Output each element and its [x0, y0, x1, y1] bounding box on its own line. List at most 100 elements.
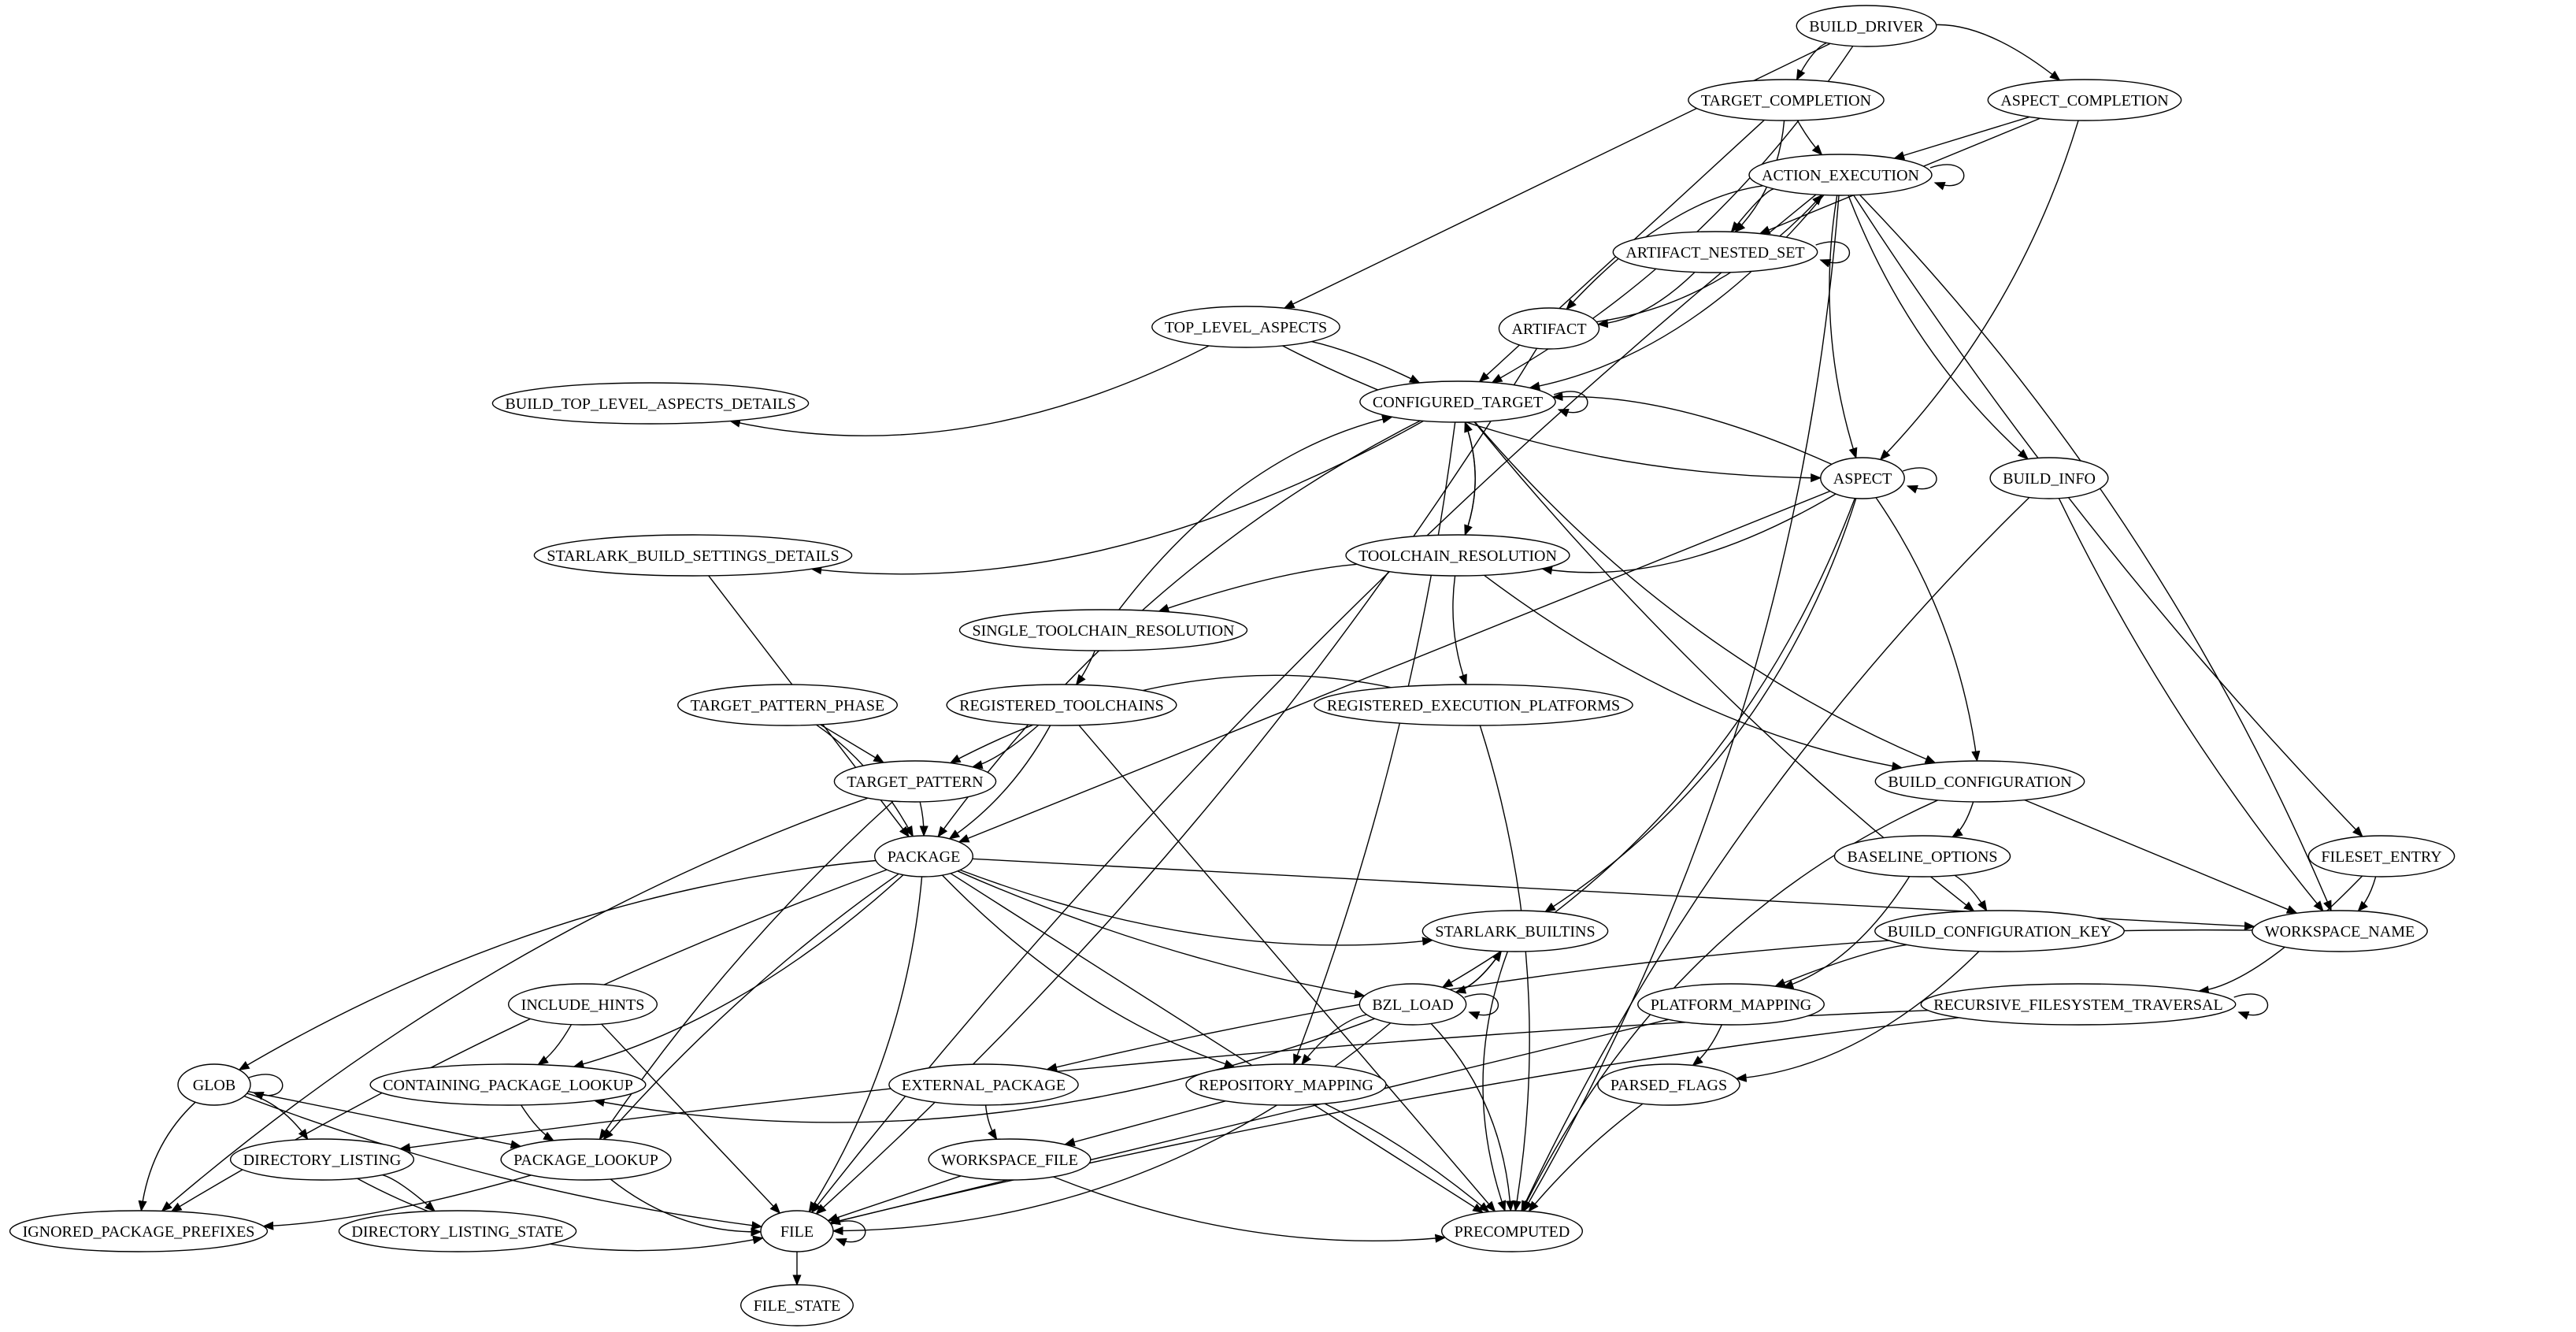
edge-registered_toolchains-to-package [948, 725, 1051, 840]
node-artifact: ARTIFACT [1498, 307, 1600, 350]
node-ignored-package-prefixes: IGNORED_PACKAGE_PREFIXES [9, 1210, 269, 1252]
node-file-state: FILE_STATE [739, 1284, 854, 1326]
node-label: CONTAINING_PACKAGE_LOOKUP [383, 1077, 633, 1094]
node-containing-package-lookup: CONTAINING_PACKAGE_LOOKUP [369, 1063, 647, 1106]
node-label: PARSED_FLAGS [1610, 1077, 1727, 1094]
edge-artifact_nested_set-to-artifact [1596, 272, 1696, 328]
node-include-hints: INCLUDE_HINTS [507, 983, 658, 1026]
node-label: BUILD_CONFIGURATION_KEY [1888, 923, 2111, 941]
node-ellipse [928, 1138, 1092, 1181]
node-ellipse [1345, 534, 1570, 577]
node-label: TOOLCHAIN_RESOLUTION [1358, 547, 1557, 565]
node-label: PLATFORM_MAPPING [1651, 996, 1812, 1014]
edge-configured_target-to-repository_mapping [1293, 421, 1456, 1066]
edge-package-to-starlark_builtins [959, 869, 1434, 946]
node-ellipse [1920, 983, 2237, 1026]
node-directory-listing-state: DIRECTORY_LISTING_STATE [338, 1210, 577, 1252]
edge-package_lookup-to-ignored_package_prefixes [262, 1174, 532, 1230]
edge-aspect-to-configured_target [1551, 391, 1833, 466]
node-aspect: ASPECT [1820, 457, 1905, 499]
edge-external_package-to-workspace_file [984, 1104, 998, 1141]
edge-target_pattern-to-ignored_package_prefixes [161, 797, 869, 1212]
node-target-pattern: TARGET_PATTERN [833, 760, 997, 803]
node-ellipse [1151, 306, 1340, 348]
node-ellipse [369, 1063, 647, 1106]
edge-build_configuration_key-to-parsed_flags [1735, 951, 1980, 1082]
node-label: FILE [780, 1223, 814, 1241]
node-registered-execution-platforms: REGISTERED_EXECUTION_PLATFORMS [1314, 684, 1633, 726]
node-workspace-name: WORKSPACE_NAME [2252, 910, 2428, 952]
edge-configured_target-to-starlark_build_settings_details [810, 420, 1424, 575]
edge-aspect-to-starlark_builtins [1544, 498, 1857, 913]
edge-target_pattern-to-package [919, 801, 928, 837]
node-ellipse [1597, 1063, 1740, 1106]
node-starlark-builtins: STARLARK_BUILTINS [1421, 910, 1609, 952]
edge-platform_mapping-to-parsed_flags [1692, 1024, 1722, 1067]
node-ellipse [491, 382, 810, 425]
edge-action_execution-to-configured_target [1529, 195, 1825, 391]
edge-single_toolchain_resolution-to-configured_target [1118, 414, 1393, 610]
node-label: BZL_LOAD [1372, 996, 1453, 1014]
edge-top_level_aspects-to-aspect [1282, 345, 1822, 483]
edge-build_info-to-workspace_name [2058, 498, 2324, 912]
node-target-completion: TARGET_COMPLETION [1688, 79, 1885, 121]
node-file: FILE [760, 1210, 834, 1252]
node-label: TARGET_PATTERN [847, 774, 983, 791]
edge-package-to-glob [238, 859, 877, 1070]
edge-top_level_aspects-to-configured_target [1311, 340, 1421, 384]
edge-workspace_file-to-file [827, 1175, 962, 1222]
node-ellipse [1612, 231, 1818, 273]
edge-registered_toolchains-to-target_pattern [971, 724, 1040, 770]
node-build-configuration: BUILD_CONFIGURATION [1874, 760, 2085, 803]
node-label: DIRECTORY_LISTING [243, 1152, 402, 1169]
node-ellipse [833, 760, 997, 803]
node-ellipse [888, 1063, 1079, 1106]
node-ellipse [1748, 154, 1933, 196]
edge-toolchain_resolution-to-build_configuration [1484, 574, 1903, 771]
node-bzl-load: BZL_LOAD [1358, 983, 1467, 1026]
node-label: IGNORED_PACKAGE_PREFIXES [23, 1223, 255, 1241]
node-ellipse [533, 534, 853, 577]
edge-build_configuration_key-to-platform_mapping [1774, 944, 1907, 987]
node-label: REGISTERED_EXECUTION_PLATFORMS [1327, 697, 1620, 714]
edge-registered_execution_platforms-to-precomputed [1479, 725, 1530, 1212]
node-aspect-completion: ASPECT_COMPLETION [1987, 79, 2182, 121]
node-ellipse [1688, 79, 1885, 121]
edge-action_execution-to-workspace_name [1859, 194, 2332, 912]
edge-registered_toolchains-to-precomputed [1078, 725, 1496, 1212]
node-ellipse [1820, 457, 1905, 499]
edge-platform_mapping-to-file [828, 1018, 1669, 1226]
edge-bzl_load-to-containing_package_lookup [593, 1018, 1375, 1123]
edge-baseline_options-to-build_configuration_key [1954, 874, 1988, 912]
edge-build_driver-to-target_completion [1796, 42, 1827, 81]
edge-fileset_entry-to-workspace_name [2357, 876, 2377, 912]
node-workspace-file: WORKSPACE_FILE [928, 1138, 1092, 1181]
edge-starlark_builtins-to-bzl_load [1455, 951, 1502, 994]
nodes-layer: BUILD_DRIVER TARGET_COMPLETION ASPECT_COMP… [9, 5, 2456, 1326]
edge-bzl_load-to-precomputed [1430, 1022, 1515, 1212]
edge-artifact_nested_set-to-artifact_nested_set [1815, 241, 1851, 268]
node-ellipse [1440, 1210, 1584, 1252]
node-label: DIRECTORY_LISTING_STATE [351, 1223, 563, 1241]
edge-glob-to-file [243, 1095, 763, 1230]
node-ellipse [1421, 910, 1609, 952]
edge-fileset_entry-to-recursive_filesystem_traversal [2197, 875, 2363, 995]
node-label: TOP_LEVEL_ASPECTS [1165, 319, 1327, 336]
node-parsed-flags: PARSED_FLAGS [1597, 1063, 1740, 1106]
node-ellipse [1185, 1063, 1387, 1106]
node-ellipse [677, 684, 898, 726]
node-build-top-level-aspects-details: BUILD_TOP_LEVEL_ASPECTS_DETAILS [491, 382, 810, 425]
node-ellipse [507, 983, 658, 1026]
edge-build_configuration-to-workspace_name [2024, 799, 2298, 914]
edge-bzl_load-to-starlark_builtins [1455, 950, 1503, 993]
node-build-driver: BUILD_DRIVER [1796, 5, 1937, 47]
node-label: BASELINE_OPTIONS [1847, 848, 1997, 866]
edge-baseline_options-to-platform_mapping [1782, 876, 1911, 989]
node-label: EXTERNAL_PACKAGE [902, 1077, 1066, 1094]
edge-toolchain_resolution-to-registered_execution_platforms [1452, 575, 1467, 686]
edge-action_execution-to-action_execution [1929, 164, 1965, 191]
edge-recursive_filesystem_traversal-to-file [828, 1017, 1959, 1226]
node-glob: GLOB [177, 1063, 251, 1106]
node-external-package: EXTERNAL_PACKAGE [888, 1063, 1079, 1106]
node-ellipse [1874, 910, 2125, 952]
